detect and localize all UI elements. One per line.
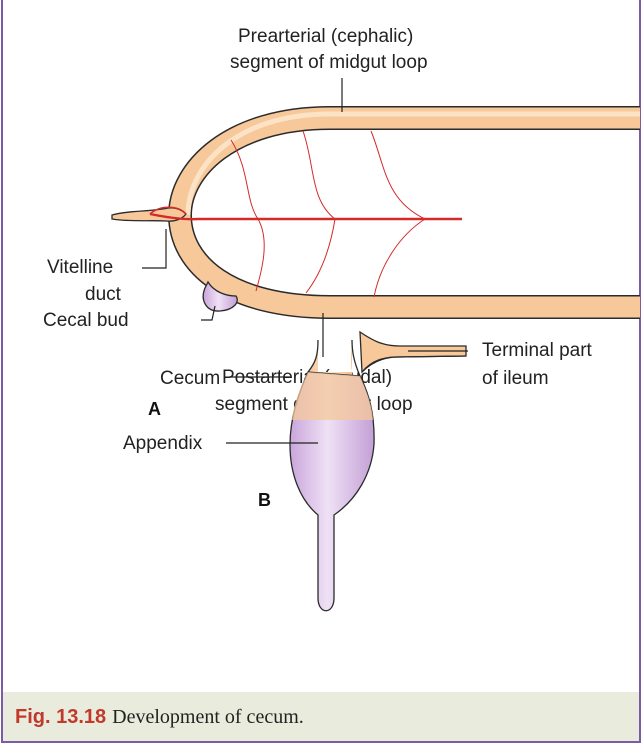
cecal-bud-label: Cecal bud — [43, 310, 129, 331]
vitelline-leader — [142, 229, 166, 268]
figure-caption-text: Development of cecum. — [112, 706, 304, 728]
figure-number: Fig. 13.18 — [15, 706, 106, 728]
prearterial-label-line1: Prearterial (cephalic) — [238, 26, 413, 47]
vitelline-label-line1: Vitelline — [47, 257, 113, 278]
prearterial-label-line2: segment of midgut loop — [230, 52, 428, 73]
appendix-label: Appendix — [123, 433, 203, 454]
vitelline-label-line2: duct — [85, 284, 122, 305]
panel-b-letter: B — [258, 490, 271, 510]
terminal-ileum-label-line2: of ileum — [482, 368, 549, 389]
cecum-label: Cecum — [160, 368, 220, 389]
figure-caption: Fig. 13.18 Development of cecum. — [15, 706, 304, 729]
terminal-ileum-label-line1: Terminal part — [482, 340, 593, 361]
panel-a-letter: A — [148, 399, 161, 419]
caption-bar: Fig. 13.18 Development of cecum. — [3, 692, 639, 741]
midgut-loop — [180, 114, 640, 307]
